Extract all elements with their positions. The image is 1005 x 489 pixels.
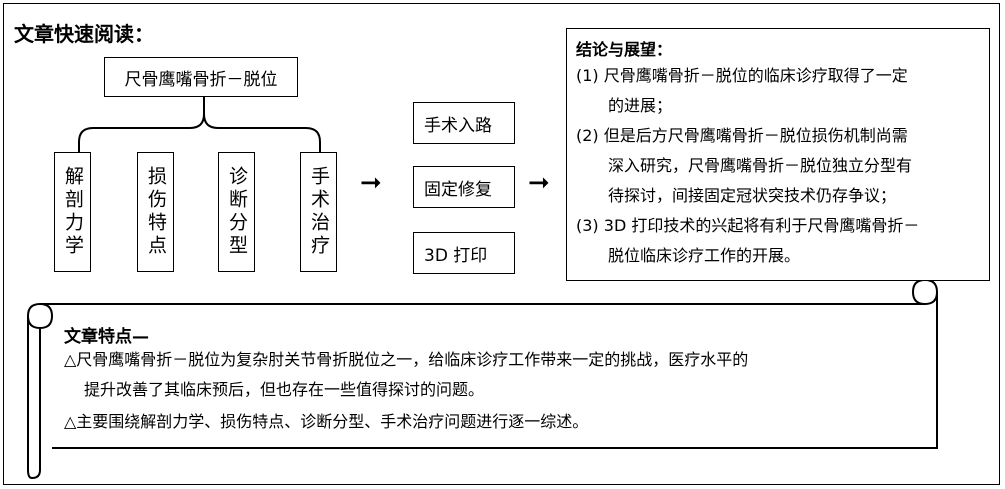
topic-label: 尺骨鹰嘴骨折－脱位 [124,69,278,90]
method-label: 手术入路 [424,115,492,136]
conclusion-item: (3) 3D 打印技术的兴起将有利于尺骨鹰嘴骨折－ 脱位临床诊疗工作的开展。 [576,211,988,271]
feature-item: △主要围绕解剖力学、损伤特点、诊断分型、手术治疗问题进行逐一综述。 [64,407,934,437]
outer-frame [3,3,1000,485]
feature-text: 提升改善了其临床预后，但也存在一些值得探讨的问题。 [84,380,485,399]
feature-text: △尺骨鹰嘴骨折－脱位为复杂肘关节骨折脱位之一，给临床诊疗工作带来一定的挑战，医疗… [64,350,749,369]
aspect-label: 解剖力学 [62,166,84,258]
method-label: 3D 打印 [424,245,488,266]
aspect-label: 损伤特点 [145,166,167,258]
item-text: 但是后方尺骨鹰嘴骨折－脱位损伤机制尚需 [603,126,908,145]
item-text: 深入研究，尺骨鹰嘴骨折－脱位独立分型有 [608,156,913,175]
arrow-right-icon: ➞ [528,168,550,198]
conclusion-box: 结论与展望： (1) 尺骨鹰嘴骨折－脱位的临床诊疗取得了一定 的进展； (2) … [566,28,990,281]
method-label: 固定修复 [424,179,492,200]
aspect-box-diagnosis: 诊断分型 [218,152,255,272]
conclusion-item: (1) 尺骨鹰嘴骨折－脱位的临床诊疗取得了一定 的进展； [576,61,988,121]
method-box-approach: 手术入路 [413,102,515,144]
aspect-box-anatomy: 解剖力学 [54,152,91,272]
item-text: 3D 打印技术的兴起将有利于尺骨鹰嘴骨折－ [603,216,920,235]
method-box-3d-print: 3D 打印 [413,232,515,274]
feature-item: △尺骨鹰嘴骨折－脱位为复杂肘关节骨折脱位之一，给临床诊疗工作带来一定的挑战，医疗… [64,345,934,405]
item-number: (3) [576,216,599,235]
item-text: 的进展； [608,96,673,115]
arrow-right-icon: ➞ [360,168,382,198]
feature-text: △主要围绕解剖力学、损伤特点、诊断分型、手术治疗问题进行逐一综述。 [64,412,589,431]
aspect-label: 诊断分型 [226,166,248,258]
aspect-box-injury: 损伤特点 [137,152,174,272]
item-text: 尺骨鹰嘴骨折－脱位的临床诊疗取得了一定 [603,66,908,85]
aspect-label: 手术治疗 [308,166,330,258]
features-title: 文章特点— [64,327,149,347]
topic-bracket [78,97,321,152]
aspect-box-surgery: 手术治疗 [300,152,337,272]
conclusion-title: 结论与展望： [576,40,673,59]
topic-box: 尺骨鹰嘴骨折－脱位 [104,57,298,97]
page-title: 文章快速阅读： [14,22,154,46]
method-box-fixation: 固定修复 [413,166,515,208]
item-number: (2) [576,126,599,145]
item-number: (1) [576,66,599,85]
conclusion-item: (2) 但是后方尺骨鹰嘴骨折－脱位损伤机制尚需 深入研究，尺骨鹰嘴骨折－脱位独立… [576,121,988,211]
item-text: 脱位临床诊疗工作的开展。 [608,246,801,265]
item-text: 待探讨，间接固定冠状突技术仍存争议； [608,186,897,205]
